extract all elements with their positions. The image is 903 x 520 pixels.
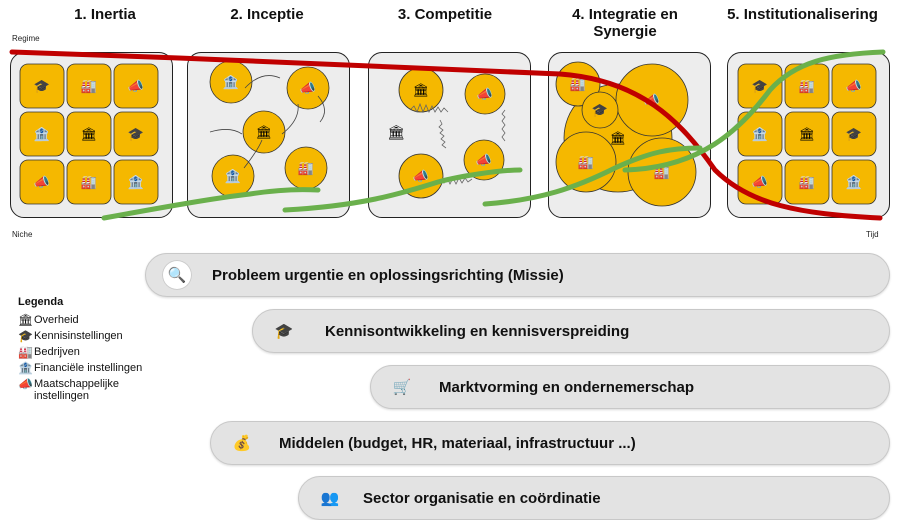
money-bag-icon: 💰 xyxy=(232,435,252,452)
stage-panel-inceptie xyxy=(187,52,350,218)
stage-title-inceptie: 2. Inceptie xyxy=(230,6,304,23)
niche-label: Niche xyxy=(12,230,33,239)
legend-label: Financiële instellingen xyxy=(34,362,143,374)
legend-label: Overheid xyxy=(34,314,79,326)
legend-item-overheid: 🏛 Overheid xyxy=(18,314,174,326)
stage-panel-integratie xyxy=(548,52,711,218)
stage-panel-inertia xyxy=(10,52,173,218)
stage-title-integratie: 4. Integratie en Synergie xyxy=(572,6,678,40)
government-building-icon: 🏛 xyxy=(18,313,34,327)
legend-item-maatschappelijke-instellingen: 📣 Maatschappelijke instellingen xyxy=(18,378,174,402)
function-pill-kennis: 🎓 Kennisontwikkeling en kennisverspreidi… xyxy=(252,309,890,353)
legend: Legenda 🏛 Overheid 🎓 Kennisinstellingen … xyxy=(18,296,174,406)
time-label: Tijd xyxy=(866,230,879,239)
function-label-kennis: Kennisontwikkeling en kennisverspreiding xyxy=(325,323,630,340)
function-pill-sector: 👥 Sector organisatie en coördinatie xyxy=(298,476,890,520)
shopping-cart-icon: 🛒 xyxy=(392,379,412,396)
stage-panel-competitie xyxy=(368,52,531,218)
bank-icon: 🏦 xyxy=(18,361,33,375)
legend-label: Kennisinstellingen xyxy=(34,330,123,342)
function-label-middelen: Middelen (budget, HR, materiaal, infrast… xyxy=(279,435,636,452)
function-pill-missie: 🔍 Probleem urgentie en oplossingsrichtin… xyxy=(145,253,890,297)
function-label-missie: Probleem urgentie en oplossingsrichting … xyxy=(212,267,564,284)
graduation-cap-icon: 🎓 xyxy=(18,329,33,343)
legend-item-bedrijven: 🏭 Bedrijven xyxy=(18,346,174,358)
legend-title: Legenda xyxy=(18,296,64,308)
function-pill-middelen: 💰 Middelen (budget, HR, materiaal, infra… xyxy=(210,421,890,465)
megaphone-icon: 📣 xyxy=(18,377,33,391)
stage-title-inertia: 1. Inertia xyxy=(74,6,136,23)
function-pill-markt: 🛒 Marktvorming en ondernemerschap xyxy=(370,365,890,409)
function-label-sector: Sector organisatie en coördinatie xyxy=(363,490,601,507)
factory-icon: 🏭 xyxy=(18,345,33,359)
graduation-cap-icon: 🎓 xyxy=(274,323,294,340)
legend-label: Maatschappelijke instellingen xyxy=(34,378,119,402)
legend-item-financiele-instellingen: 🏦 Financiële instellingen xyxy=(18,362,174,374)
org-chart-icon: 👥 xyxy=(320,490,340,507)
stage-title-competitie: 3. Competitie xyxy=(397,6,493,23)
regime-label: Regime xyxy=(12,34,40,43)
magnifier-warning-icon: 🔍 xyxy=(162,260,192,290)
legend-item-kennisinstellingen: 🎓 Kennisinstellingen xyxy=(18,330,174,342)
stage-title-institutionalisering: 5. Institutionalisering xyxy=(727,6,878,23)
legend-label: Bedrijven xyxy=(34,346,80,358)
function-label-markt: Marktvorming en ondernemerschap xyxy=(439,379,695,396)
stage-panel-institutionalisering xyxy=(727,52,890,218)
